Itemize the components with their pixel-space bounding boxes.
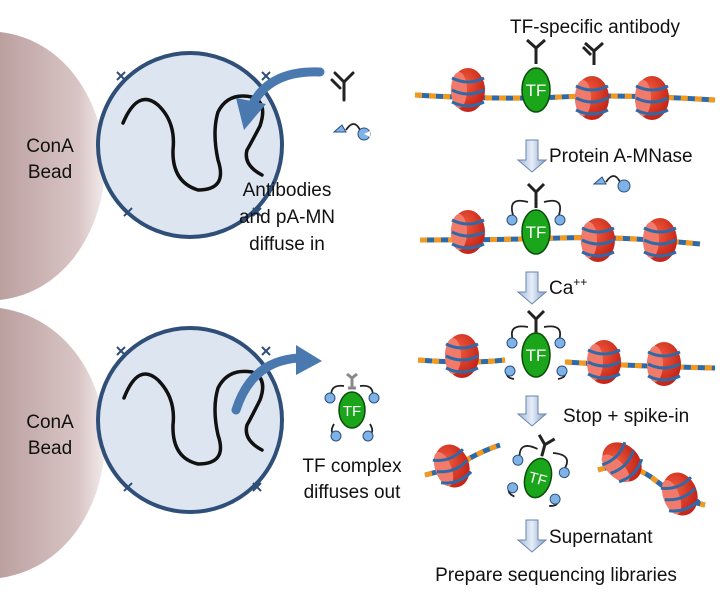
nucleosome	[445, 334, 479, 378]
nucleosome	[451, 68, 485, 112]
nucleosome	[575, 76, 609, 120]
diffuse-in-arrowhead	[236, 98, 266, 130]
final-label: Prepare sequencing libraries	[435, 565, 677, 586]
nucleosome	[581, 218, 615, 262]
step-label: Stop + spike-in	[563, 406, 689, 427]
tf-label: TF	[526, 223, 547, 242]
diffuse-out-arrow	[231, 353, 305, 415]
nuclear-pore	[116, 346, 271, 492]
nucleosome	[647, 342, 681, 386]
bead-label: Bead	[28, 438, 72, 459]
step-label-superscript: ++	[573, 275, 587, 289]
tf-bound-complex: TF	[506, 182, 566, 255]
workflow-top-label: TF-specific antibody	[510, 17, 681, 38]
step-arrow	[516, 395, 548, 427]
diffuse-in-arrow	[247, 67, 325, 110]
tf-label: TF	[526, 81, 547, 100]
bead-label: ConA	[26, 136, 74, 157]
chromatin-strand	[121, 94, 265, 192]
nucleosome	[635, 76, 669, 120]
tf-complex-icon: TF	[324, 372, 380, 442]
step-caption: Antibodies	[243, 180, 332, 201]
step-caption: TF complex	[302, 456, 402, 477]
chromatin-row-3: TF	[417, 309, 716, 386]
step-arrow	[516, 139, 548, 173]
chromatin-row-4: TF	[424, 434, 706, 516]
chromatin-strand	[122, 369, 265, 466]
step-caption: diffuses out	[304, 482, 402, 503]
pa-mnase-icon	[592, 175, 631, 193]
dna-strand	[414, 92, 716, 103]
chromatin-row-2: TF	[419, 182, 701, 262]
tf-label: TF	[527, 469, 549, 490]
bead-label: ConA	[26, 412, 74, 433]
step-label-text: Ca	[549, 278, 574, 299]
tf-bound-complex: TF	[504, 309, 568, 380]
dna-strand	[564, 359, 716, 371]
tf-bound-antibody: TF	[521, 38, 551, 113]
released-tf-complex: TF	[507, 434, 570, 507]
bead-label: Bead	[28, 162, 72, 183]
tf-label: TF	[343, 403, 361, 420]
tf-label: TF	[526, 346, 547, 365]
nuclear-pore	[116, 71, 271, 217]
nucleosome	[432, 444, 473, 488]
workflow: TF-specific antibody TF	[414, 17, 716, 586]
cona-bead	[0, 308, 105, 578]
antibody-icon	[581, 41, 604, 65]
antibody-icon	[330, 71, 355, 102]
chromatin-row-1: TF	[414, 38, 716, 120]
step-label: Protein A-MNase	[549, 146, 693, 167]
pa-mnase-icon	[332, 123, 371, 141]
nucleosome	[451, 210, 485, 254]
left-panel-2: ConA Bead TF TF complex diffuses out	[0, 308, 402, 578]
nucleosome	[601, 441, 644, 484]
nucleosome	[643, 218, 677, 262]
step-caption: and pA-MN	[239, 207, 335, 228]
cona-bead	[0, 32, 105, 300]
step-label: Supernatant	[549, 527, 653, 548]
step-arrow	[516, 271, 548, 305]
diffuse-out-arrowhead	[296, 345, 322, 375]
nucleosome	[660, 472, 701, 516]
step-label: Ca++	[549, 275, 587, 299]
step-caption: diffuse in	[249, 234, 325, 255]
left-panel-1: ConA Bead Antibodies and pA-MN diffuse i…	[0, 32, 371, 300]
step-arrow	[516, 519, 548, 553]
nucleosome	[587, 340, 621, 384]
